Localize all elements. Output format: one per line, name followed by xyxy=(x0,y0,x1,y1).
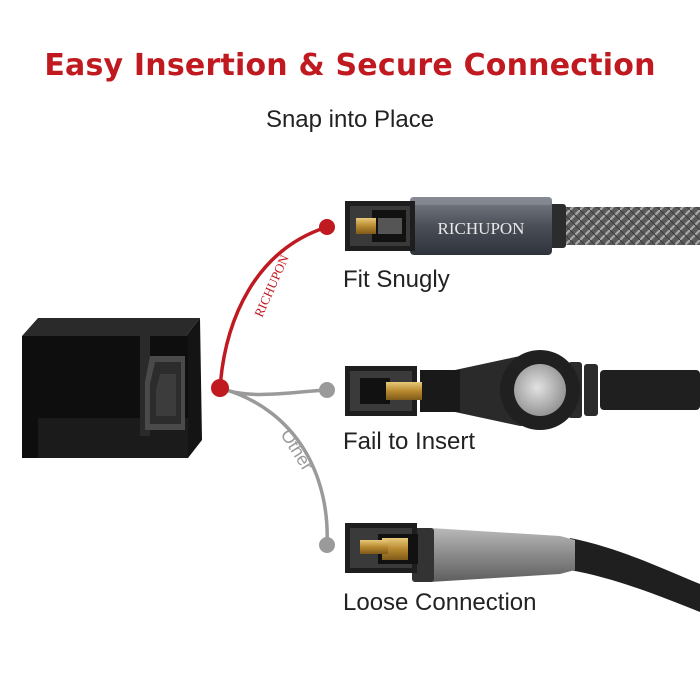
cable-loose-connection xyxy=(345,523,700,612)
label-loose-connection: Loose Connection xyxy=(343,589,537,616)
lower-branch-tag: Other xyxy=(277,426,318,475)
branch-origin-dot xyxy=(211,379,229,397)
branch-fit xyxy=(218,219,335,389)
branch-loose xyxy=(219,386,335,553)
toslink-port xyxy=(22,318,202,458)
label-fit-snugly: Fit Snugly xyxy=(343,266,450,293)
cable-fail-to-insert xyxy=(345,350,700,430)
brand-logo: RICHUPON xyxy=(438,219,525,238)
page-subtitle: Snap into Place xyxy=(265,106,435,133)
cable-fit-snugly: RICHUPON xyxy=(345,197,700,255)
page-title: Easy Insertion & Secure Connection xyxy=(44,48,656,83)
label-fail-to-insert: Fail to Insert xyxy=(343,428,476,455)
